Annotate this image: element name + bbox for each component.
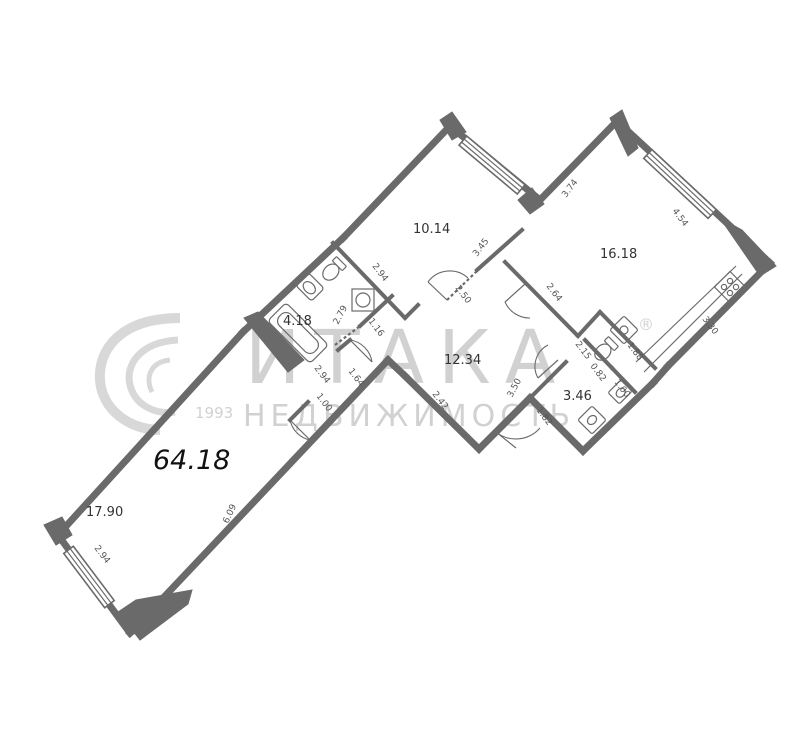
door-room-17-90 (289, 419, 311, 441)
door-bathroom-right (534, 344, 559, 379)
room-area-12-34: 12.34 (444, 353, 481, 368)
kitchen-sink-icon (610, 316, 638, 344)
room-labels: 17.90 10.14 16.18 12.34 4.18 3.46 (86, 222, 637, 520)
room-area-10-14: 10.14 (413, 222, 450, 237)
sink-right-icon (608, 380, 632, 404)
door-room-10-14 (427, 270, 469, 301)
dimension-label: 2.94 (370, 262, 390, 284)
kitchen-fixtures (610, 265, 747, 373)
dimension-label: 2.50 (453, 284, 473, 306)
stove-icon (713, 270, 747, 304)
dimension-label: 2.94 (92, 544, 112, 566)
dimension-label: 1.88 (625, 341, 645, 363)
kitchen-counter (643, 273, 743, 373)
bathroom-left-fixtures (268, 256, 375, 363)
doors (289, 270, 559, 449)
dimension-label: 0.82 (588, 362, 608, 384)
watermark-year: 1993 (195, 404, 233, 422)
room-area-4-18: 4.18 (283, 314, 312, 329)
dimension-label: 1.00 (612, 378, 632, 400)
window-bottom-left (62, 545, 116, 609)
room-area-3-46: 3.46 (563, 389, 592, 404)
bathtub-icon (268, 303, 328, 363)
toilet-right-icon (594, 336, 619, 361)
door-room-16-18 (504, 283, 531, 319)
door-entrance (495, 427, 541, 449)
washing-machine-icon (351, 288, 375, 312)
passages (334, 269, 529, 433)
sink-icon (296, 273, 324, 301)
toilet-icon (322, 256, 347, 281)
dimension-label: 3.45 (471, 237, 491, 259)
kitchen-counter-edge (635, 265, 737, 363)
door-bathroom-left (349, 339, 373, 363)
room-area-16-18: 16.18 (600, 247, 637, 262)
window-top-middle (457, 134, 527, 196)
dimension-label: 2.64 (544, 282, 564, 304)
total-area: 64.18 (153, 445, 230, 476)
interior-walls (287, 227, 658, 423)
window-top-right (642, 148, 718, 220)
room-area-17-90: 17.90 (86, 505, 123, 520)
watermark-logo-icon (94, 313, 181, 435)
wall-corners (43, 109, 777, 641)
dimension-label: 4.54 (670, 207, 690, 229)
watermark-registered-mark: ® (638, 315, 654, 334)
bathroom-right-fixtures (578, 336, 632, 434)
windows (62, 134, 718, 609)
